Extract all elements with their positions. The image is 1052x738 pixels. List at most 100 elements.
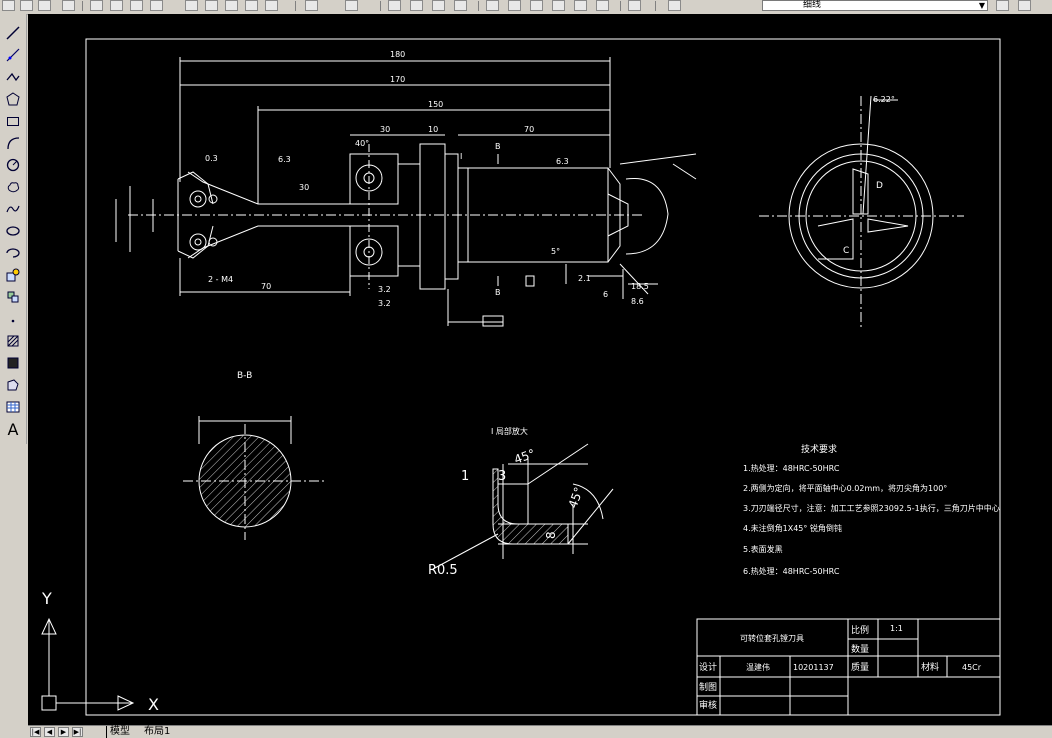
zoom-extents-icon[interactable] xyxy=(454,0,467,11)
dim-70b: 70 xyxy=(261,282,271,291)
dim-40deg: 40° xyxy=(355,139,369,148)
tech-item-5: 5.表面发黑 xyxy=(743,544,783,554)
help-icon[interactable] xyxy=(628,0,641,11)
dim-3-2: 3.2 xyxy=(378,285,391,294)
new-icon[interactable] xyxy=(2,0,15,11)
tb-draw-label: 制图 xyxy=(699,681,717,693)
ellipse-arc-icon[interactable] xyxy=(4,244,22,262)
gradient-icon[interactable] xyxy=(4,354,22,372)
end-view-d: D xyxy=(876,181,883,191)
markup-icon[interactable] xyxy=(574,0,587,11)
layer-manager-icon[interactable] xyxy=(668,0,681,11)
zoom-realtime-icon[interactable] xyxy=(388,0,401,11)
construction-line-icon[interactable] xyxy=(4,46,22,64)
tb-qty-label: 数量 xyxy=(851,643,869,655)
print-icon[interactable] xyxy=(90,0,103,11)
prev-tab-button[interactable]: ◀ xyxy=(44,727,55,737)
dim-0-3: 0.3 xyxy=(205,154,218,163)
dim-3-2b: 3.2 xyxy=(378,299,391,308)
point-icon[interactable] xyxy=(4,310,22,328)
chevron-down-icon: ▼ xyxy=(978,1,985,10)
dim-2-1: 2.1 xyxy=(578,274,591,283)
copy-icon[interactable] xyxy=(185,0,198,11)
end-view-c: C xyxy=(843,246,849,256)
dim-30b: 30 xyxy=(299,183,309,192)
designcenter-icon[interactable] xyxy=(508,0,521,11)
ellipse-icon[interactable] xyxy=(4,222,22,240)
calculator-icon[interactable] xyxy=(596,0,609,11)
layer-name: 细线 xyxy=(803,0,822,10)
tb-design-label: 设计 xyxy=(699,661,717,673)
properties-icon[interactable] xyxy=(486,0,499,11)
draw-toolbar: A xyxy=(0,14,27,444)
line-icon[interactable] xyxy=(4,24,22,42)
ucs-icon xyxy=(41,617,135,711)
dim-150: 150 xyxy=(428,100,443,109)
open-icon[interactable] xyxy=(20,0,33,11)
dim-180: 180 xyxy=(390,50,405,59)
preview-icon[interactable] xyxy=(110,0,123,11)
brush-icon[interactable] xyxy=(245,0,258,11)
tb-material-label: 材料 xyxy=(921,661,939,673)
tech-item-1: 1.热处理：48HRC-50HRC xyxy=(743,463,840,473)
dim-2-m4: 2 - M4 xyxy=(208,275,233,284)
polygon-icon[interactable] xyxy=(4,90,22,108)
rectangle-icon[interactable] xyxy=(4,112,22,130)
detail-title: I 局部放大 xyxy=(491,426,528,436)
section-bb xyxy=(183,416,324,540)
tab-layout1[interactable]: 布局1 xyxy=(144,726,171,737)
revision-cloud-icon[interactable] xyxy=(4,178,22,196)
save-icon[interactable] xyxy=(38,0,51,11)
last-tab-button[interactable]: ▶| xyxy=(72,727,83,737)
make-block-icon[interactable] xyxy=(4,288,22,306)
paste-icon[interactable] xyxy=(205,0,218,11)
hatch-icon[interactable] xyxy=(4,332,22,350)
sheetset-icon[interactable] xyxy=(552,0,565,11)
dim-6: 6 xyxy=(603,290,608,299)
matchprop-icon[interactable] xyxy=(225,0,238,11)
detail-dim-3: 3 xyxy=(498,469,506,484)
polyline-icon[interactable] xyxy=(4,68,22,86)
tb-check-label: 审核 xyxy=(699,699,717,711)
layer-dropdown[interactable]: 细线 ▼ xyxy=(762,0,988,11)
first-tab-button[interactable]: |◀ xyxy=(30,727,41,737)
circle-icon[interactable] xyxy=(4,156,22,174)
publish-icon[interactable] xyxy=(130,0,143,11)
tech-item-3: 3.刀刃端径尺寸，注意：加工工艺参照23092.5-1执行，三角刀片中中心 xyxy=(743,503,1000,513)
region-icon[interactable] xyxy=(4,376,22,394)
standard-toolbar: 细线 ▼ xyxy=(0,0,1052,15)
layer-previous-icon[interactable] xyxy=(996,0,1009,11)
pan-icon[interactable] xyxy=(345,0,358,11)
redo-icon[interactable] xyxy=(305,0,318,11)
undo-icon[interactable] xyxy=(265,0,278,11)
arc-icon[interactable] xyxy=(4,134,22,152)
detail-dim-r05: R0.5 xyxy=(428,563,458,578)
tb-name: 可转位套孔镗刀具 xyxy=(740,633,804,643)
tech-item-6: 6.热处理：48HRC-50HRC xyxy=(743,566,840,576)
table-icon[interactable] xyxy=(4,398,22,416)
tb-mass-label: 质量 xyxy=(851,661,869,673)
insert-block-icon[interactable] xyxy=(4,266,22,284)
dim-30: 30 xyxy=(380,125,390,134)
tab-model[interactable]: 模型 xyxy=(106,726,130,738)
next-tab-button[interactable]: ▶ xyxy=(58,727,69,737)
multiline-text-icon[interactable]: A xyxy=(7,419,19,439)
zoom-window-icon[interactable] xyxy=(410,0,423,11)
spline-icon[interactable] xyxy=(4,200,22,218)
toolpalette-icon[interactable] xyxy=(530,0,543,11)
drawing-canvas[interactable]: 180 170 150 30 10 70 0.3 40° 6.3 I B B 3… xyxy=(28,14,1052,725)
dim-6-3b: 6.3 xyxy=(556,157,569,166)
main-view xyxy=(115,57,697,327)
tb-material-value: 45Cr xyxy=(962,663,982,672)
layer-states-icon[interactable] xyxy=(1018,0,1031,11)
zoom-previous-icon[interactable] xyxy=(432,0,445,11)
detail-dim-1: 1 xyxy=(461,469,469,484)
cut-icon[interactable] xyxy=(150,0,163,11)
mark-i: I xyxy=(460,152,462,161)
save-icon-2[interactable] xyxy=(62,0,75,11)
detail-dim-8: 8 xyxy=(544,531,558,539)
dim-8-6: 8.6 xyxy=(631,297,644,306)
tb-scale-label: 比例 xyxy=(851,624,869,636)
dim-18-5: 18.5 xyxy=(631,282,649,291)
detail-view xyxy=(432,443,614,570)
